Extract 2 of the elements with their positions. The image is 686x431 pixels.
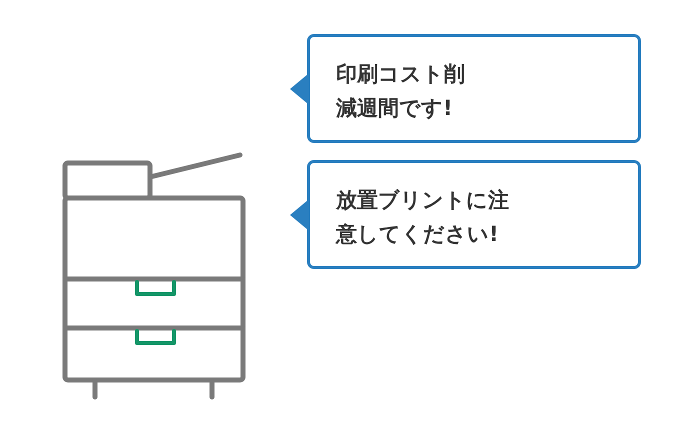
message-text: 放置ブリントに注意してください! bbox=[336, 187, 510, 248]
message-text: 印刷コスト削減週間です! bbox=[336, 61, 466, 122]
